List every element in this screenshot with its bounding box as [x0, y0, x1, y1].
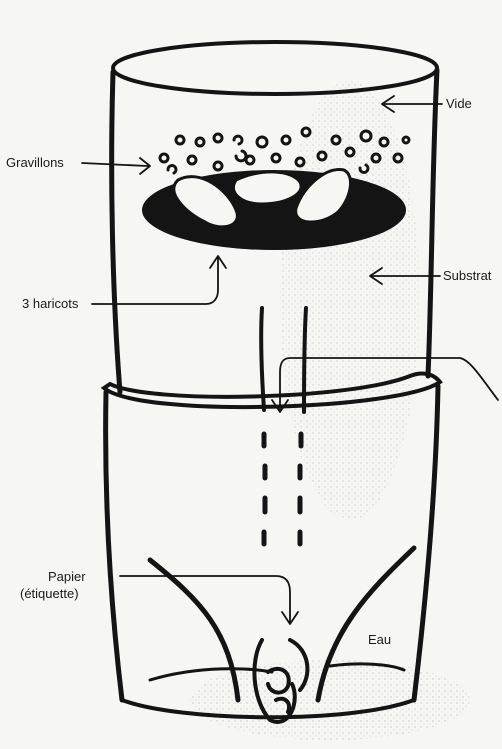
- lower-bottle-left-wall: [106, 392, 122, 700]
- lower-bottle-right-wall: [414, 386, 438, 700]
- upper-bottle-right-wall: [428, 70, 437, 376]
- gravillons-leader: [82, 163, 148, 166]
- label-substrat: Substrat: [443, 268, 491, 283]
- label-3-haricots: 3 haricots: [22, 296, 78, 311]
- label-papier: Papier: [48, 569, 86, 584]
- wick-right: [304, 308, 306, 412]
- bean-middle: [234, 172, 302, 204]
- label-eau: Eau: [368, 632, 391, 647]
- label-etiquette: (étiquette): [20, 586, 79, 601]
- label-vide: Vide: [446, 96, 472, 111]
- upper-bottle-left-wall: [112, 72, 120, 392]
- label-gravillons: Gravillons: [6, 155, 64, 170]
- upper-bottle-rim: [113, 42, 437, 94]
